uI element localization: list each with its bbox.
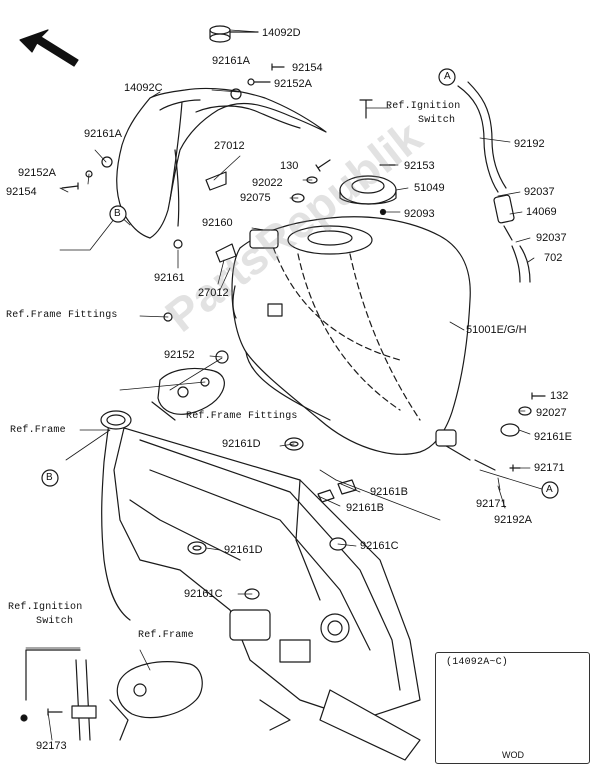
- label-92161d-b: 92161D: [224, 544, 263, 556]
- label-92161c-a: 92161C: [360, 540, 399, 552]
- inset-box: (14092A~C) WOD: [435, 652, 590, 764]
- label-132: 132: [550, 390, 569, 402]
- ref-circle-b-low: B: [46, 472, 53, 483]
- label-92161b-a: 92161B: [370, 486, 408, 498]
- ref-ignition-switch-top-line2: Switch: [418, 115, 456, 126]
- label-92152a-left: 92152A: [18, 167, 56, 179]
- label-92152: 92152: [164, 349, 195, 361]
- label-92173: 92173: [36, 740, 67, 752]
- label-92171-b: 92171: [476, 498, 507, 510]
- label-14069: 14069: [526, 206, 557, 218]
- front-direction-arrow-icon: [19, 29, 79, 67]
- label-92075: 92075: [240, 192, 271, 204]
- label-92161d-a: 92161D: [222, 438, 261, 450]
- label-92161b-b: 92161B: [346, 502, 384, 514]
- label-92027: 92027: [536, 407, 567, 419]
- label-51001egh: 51001E/G/H: [466, 324, 527, 336]
- ref-ignition-switch-low-line1: Ref.Ignition: [8, 602, 83, 613]
- inset-footer: WOD: [502, 750, 524, 760]
- frame-fittings-bracket: [151, 367, 225, 421]
- shroud-14092c: [101, 87, 327, 239]
- label-27012-top: 27012: [214, 140, 245, 152]
- ref-circles: [41, 68, 559, 499]
- label-92037-b: 92037: [536, 232, 567, 244]
- label-92037-a: 92037: [524, 186, 555, 198]
- inset-title: (14092A~C): [446, 657, 509, 668]
- ref-ignition-switch-top-line1: Ref.Ignition: [386, 101, 461, 112]
- ref-circle-b-left: B: [114, 208, 121, 219]
- ref-frame-fittings-1: Ref.Frame Fittings: [6, 310, 118, 321]
- ref-ignition-switch-low-line2: Switch: [36, 616, 74, 627]
- label-92192a: 92192A: [494, 514, 532, 526]
- label-14092c: 14092C: [124, 82, 163, 94]
- breather-hose: [457, 81, 531, 283]
- leader-lines: [25, 29, 546, 741]
- label-130: 130: [280, 160, 299, 172]
- label-92152a-top: 92152A: [274, 78, 312, 90]
- label-14092d: 14092D: [262, 27, 301, 39]
- fuel-tank-51001: [231, 216, 471, 461]
- label-92154-left: 92154: [6, 186, 37, 198]
- label-92161a-top: 92161A: [212, 55, 250, 67]
- label-92160: 92160: [202, 217, 233, 229]
- label-92192: 92192: [514, 138, 545, 150]
- label-92161e: 92161E: [534, 431, 572, 443]
- label-702: 702: [544, 252, 563, 264]
- label-92161: 92161: [154, 272, 185, 284]
- label-92022: 92022: [252, 177, 283, 189]
- label-92171-a: 92171: [534, 462, 565, 474]
- ref-frame-fittings-2: Ref.Frame Fittings: [186, 411, 298, 422]
- ref-circle-a-low: A: [546, 484, 553, 495]
- ref-frame-1: Ref.Frame: [10, 425, 66, 436]
- cap-14092d: [209, 25, 259, 43]
- label-92093: 92093: [404, 208, 435, 220]
- ref-circle-a-top: A: [444, 71, 451, 82]
- ref-frame-2: Ref.Frame: [138, 630, 194, 641]
- label-51049: 51049: [414, 182, 445, 194]
- label-92154-top: 92154: [292, 62, 323, 74]
- label-92161a-left: 92161A: [84, 128, 122, 140]
- lower-parts: [20, 649, 203, 741]
- label-92153: 92153: [404, 160, 435, 172]
- label-27012-mid: 27012: [198, 287, 229, 299]
- main-frame: [100, 410, 421, 761]
- label-92161c-b: 92161C: [184, 588, 223, 600]
